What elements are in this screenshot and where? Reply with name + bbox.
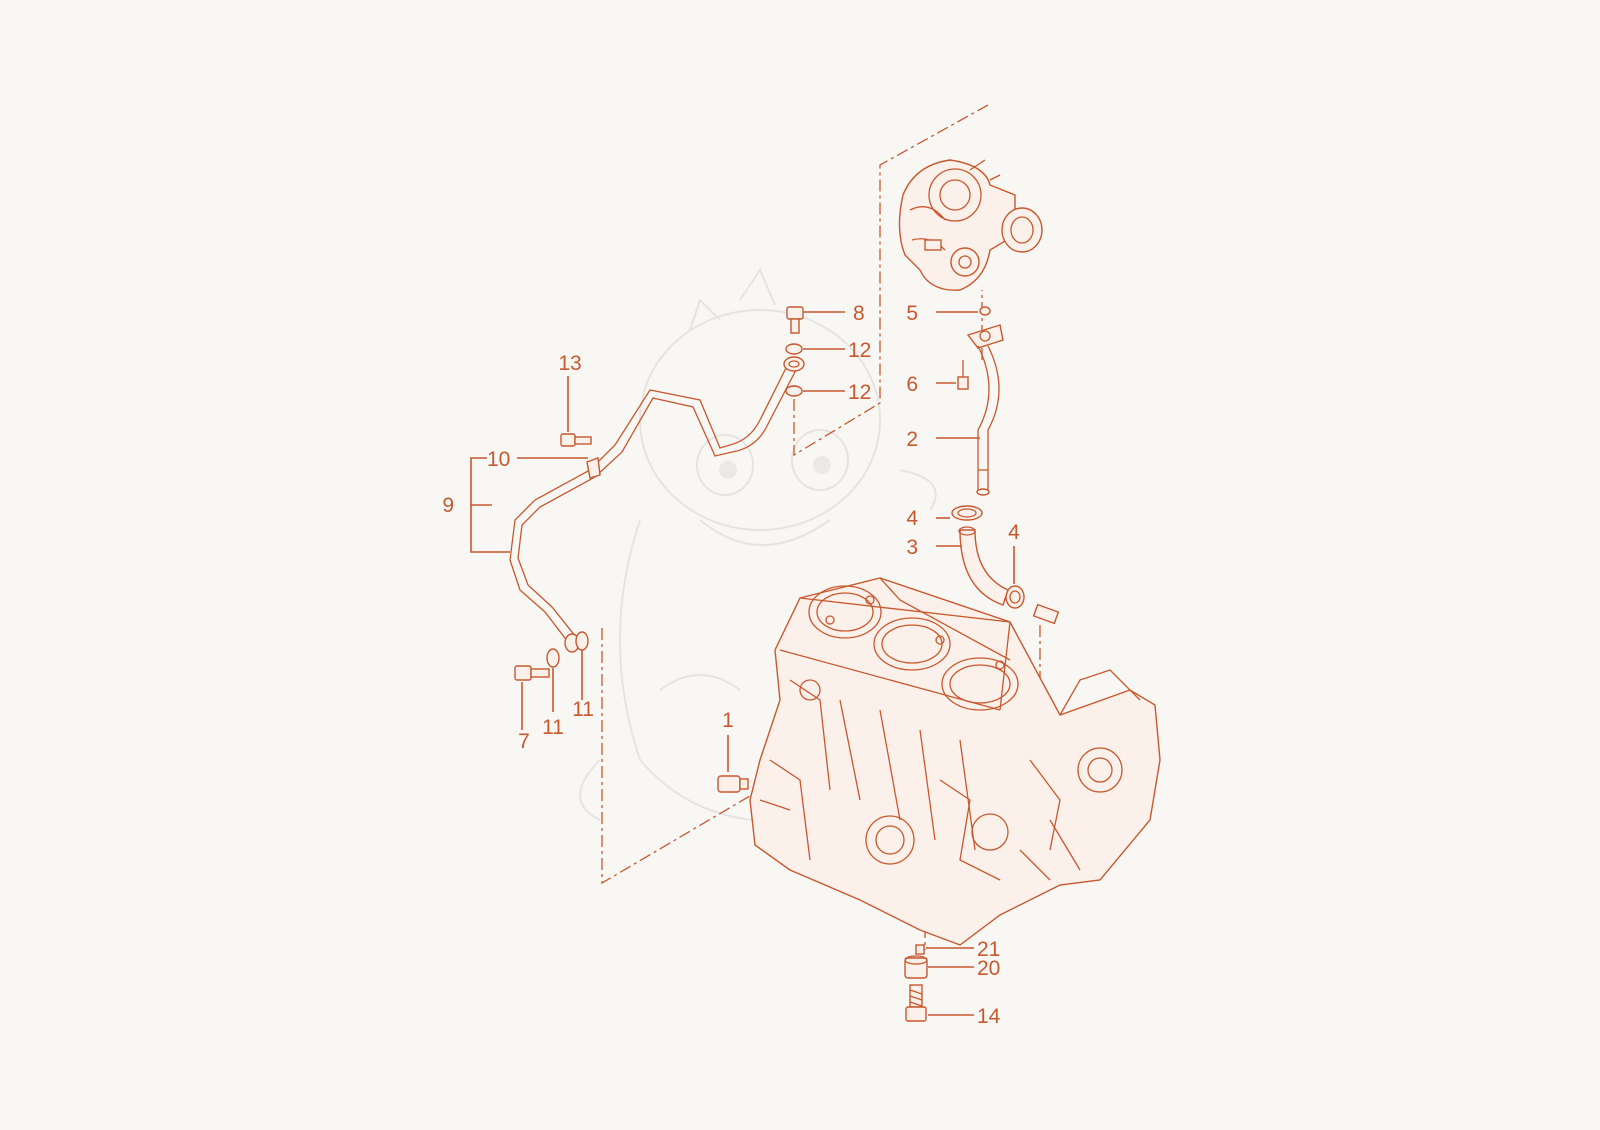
sealing-washer (785, 385, 803, 397)
engine-block (749, 577, 1161, 946)
bolt (560, 433, 592, 447)
callout-10: 10 (487, 448, 510, 471)
callout-12: 12 (848, 339, 871, 362)
callout-21: 21 (977, 938, 1000, 961)
bushing (904, 955, 928, 979)
callout-4: 4 (1008, 521, 1020, 544)
sealing-washer (546, 648, 560, 668)
sealing-washer (575, 631, 589, 651)
bolt (905, 984, 927, 1022)
watermark-illustration (579, 267, 937, 823)
callout-20: 20 (977, 957, 1000, 980)
callout-3: 3 (906, 536, 918, 559)
callout-11: 11 (572, 698, 594, 721)
callout-5: 5 (906, 302, 918, 325)
callout-13: 13 (558, 352, 581, 375)
banjo-bolt (786, 306, 804, 334)
callout-8: 8 (853, 302, 865, 325)
leader-lines (470, 311, 1015, 1016)
callout-4: 4 (906, 507, 918, 530)
callout-7: 7 (518, 730, 530, 753)
callout-2: 2 (906, 428, 918, 451)
oil-pressure-switch (717, 775, 749, 793)
turbocharger (898, 159, 1043, 291)
hose-clamp (951, 505, 983, 521)
callout-labels: 1 2 3 4 4 5 6 7 8 9 10 11 11 12 12 13 14… (442, 302, 1020, 1028)
hose-clamp (1005, 585, 1025, 609)
callout-6: 6 (906, 373, 918, 396)
banjo-bolt (514, 665, 550, 681)
oil-return-pipe (966, 324, 1004, 496)
callout-1: 1 (722, 709, 734, 732)
union-fitting (1032, 603, 1060, 625)
callout-11: 11 (542, 716, 564, 739)
bolt (957, 360, 969, 390)
sealing-washer (785, 343, 803, 355)
callout-14: 14 (977, 1005, 1001, 1028)
oil-feed-line (509, 356, 805, 653)
o-ring (979, 306, 991, 316)
dowel-pin (915, 944, 925, 955)
callout-9: 9 (442, 494, 454, 517)
oil-return-hose (958, 526, 1009, 606)
callout-12: 12 (848, 381, 871, 404)
